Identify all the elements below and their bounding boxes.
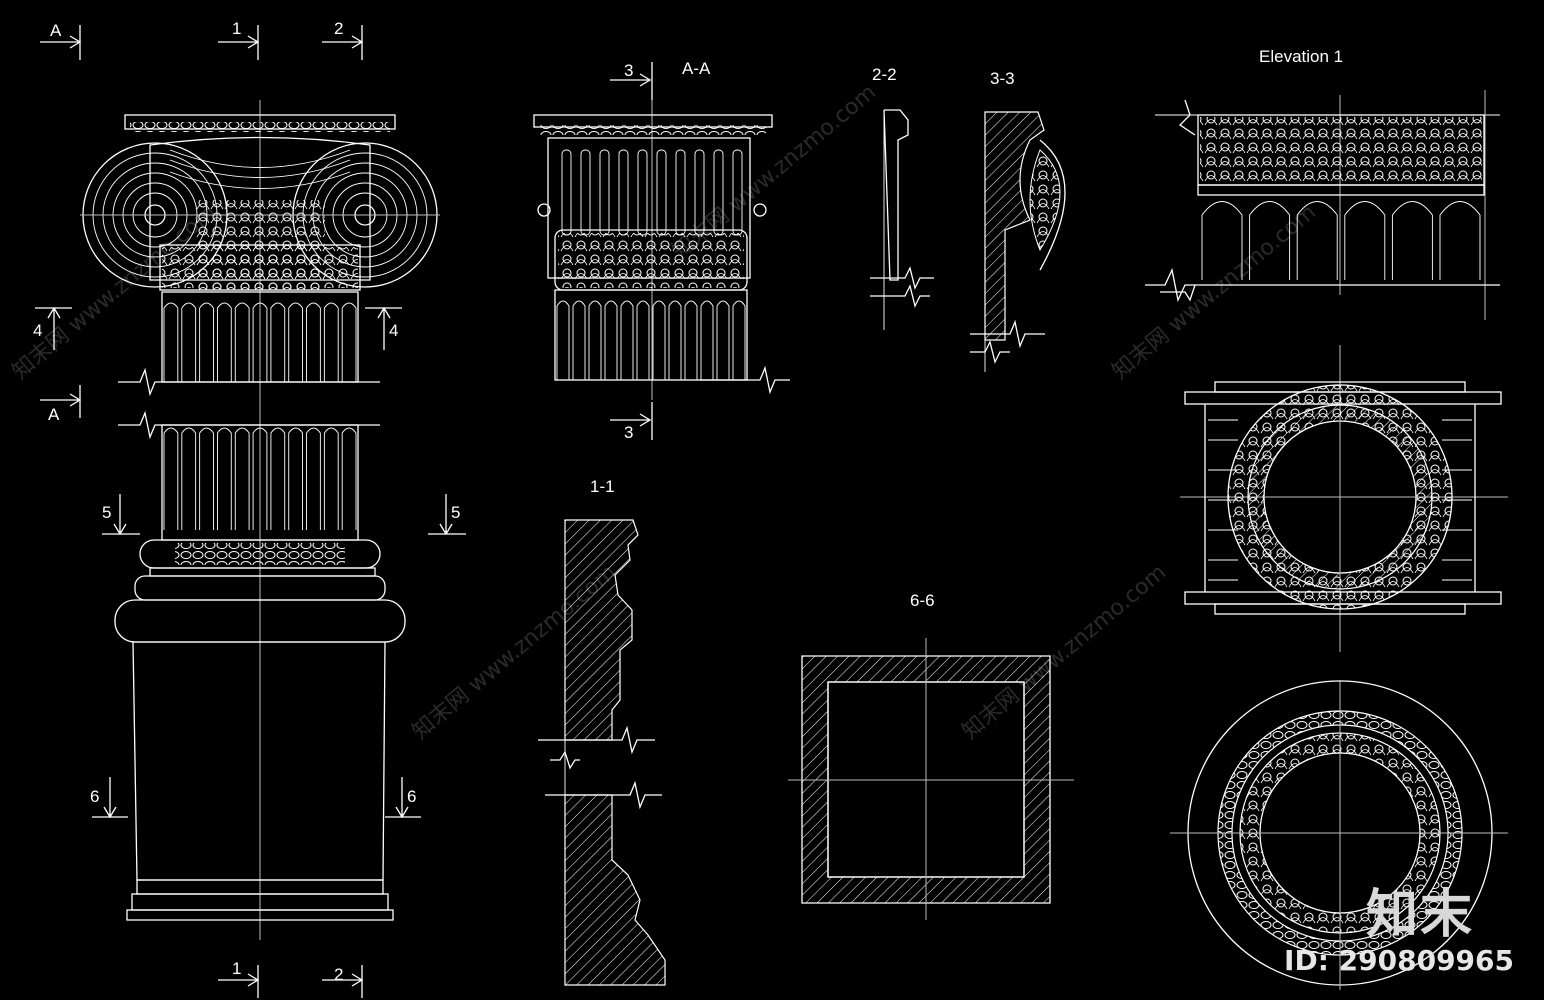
title-section-33: 3-3 [990, 69, 1015, 88]
flute [700, 300, 714, 380]
flute [620, 300, 634, 380]
flute [181, 427, 197, 530]
flute [323, 302, 339, 382]
flute [234, 302, 250, 382]
column-elevation: A 1 2 4 4 A 5 5 6 6 1 2 [33, 19, 466, 998]
label-6-left: 6 [90, 787, 99, 806]
post [656, 149, 667, 236]
label-1-top: 1 [232, 19, 241, 38]
flute [199, 427, 214, 530]
flute [199, 302, 214, 382]
flute [572, 300, 586, 380]
flute [252, 427, 268, 530]
watermark-text-4: 知末网 www.znzmo.com [958, 560, 1171, 745]
flute [668, 300, 682, 380]
brand-watermark-logo: 知末 [1365, 885, 1474, 945]
flute [270, 427, 286, 530]
flute [252, 302, 268, 382]
post [618, 149, 629, 236]
flute [181, 302, 197, 382]
watermark-group: 知末网 www.znzmo.com 知末网 www.znzmo.com 知末网 … [8, 80, 1321, 745]
label-5-left: 5 [102, 503, 111, 522]
capital-plan [1180, 345, 1508, 652]
arch [1249, 201, 1291, 280]
flute [288, 302, 303, 382]
flute [234, 427, 250, 530]
flute [270, 302, 286, 382]
label-a-bottom: A [48, 405, 60, 424]
flute [163, 427, 179, 530]
elevation-1: Elevation 1 [1145, 47, 1500, 320]
label-3-top: 3 [624, 61, 633, 80]
arch [1344, 201, 1386, 280]
label-2-bottom: 2 [334, 965, 343, 984]
label-3-bottom: 3 [624, 423, 633, 442]
label-5-right: 5 [451, 503, 460, 522]
arch [1391, 201, 1433, 280]
flute [588, 300, 602, 380]
title-section-aa: A-A [682, 59, 711, 78]
flute [163, 302, 179, 382]
arch [1439, 201, 1481, 280]
flute [306, 302, 321, 382]
base-plan [1170, 680, 1508, 990]
section-aa-flutes [556, 300, 746, 380]
post [637, 149, 648, 236]
post [675, 149, 686, 236]
label-4-left: 4 [33, 321, 42, 340]
flute [217, 427, 232, 530]
label-2-top: 2 [334, 19, 343, 38]
post [599, 149, 610, 236]
section-66: 6-6 [788, 591, 1074, 920]
flute [217, 302, 232, 382]
section-22: 2-2 [870, 65, 934, 330]
section-11: 1-1 [538, 477, 666, 986]
image-id-label: ID: 290809965 [1284, 944, 1514, 977]
section-aa: A-A 3 3 [533, 59, 790, 442]
flute [323, 427, 339, 530]
flute [341, 427, 357, 530]
title-section-66: 6-6 [910, 591, 935, 610]
section-33: 3-3 [970, 69, 1066, 372]
title-elevation-1: Elevation 1 [1259, 47, 1343, 66]
flute [604, 300, 618, 380]
arch [1201, 201, 1243, 280]
elevation-arcade [1201, 201, 1481, 280]
flute [341, 302, 357, 382]
label-6-right: 6 [407, 787, 416, 806]
label-1-bottom: 1 [232, 959, 241, 978]
post [580, 149, 591, 236]
label-a-top: A [50, 21, 62, 40]
upper-shaft-flutes [163, 302, 357, 382]
flute [306, 427, 321, 530]
flute [732, 300, 746, 380]
flute [716, 300, 730, 380]
post [561, 149, 572, 236]
flute [556, 300, 570, 380]
lower-shaft-flutes [163, 427, 357, 530]
flute [684, 300, 698, 380]
section-markers-main: A 1 2 4 4 A 5 5 6 6 1 2 [33, 19, 466, 998]
title-section-11: 1-1 [590, 477, 615, 496]
arch [1296, 201, 1338, 280]
label-4-right: 4 [389, 321, 398, 340]
title-section-22: 2-2 [872, 65, 897, 84]
flute [288, 427, 303, 530]
flute [636, 300, 650, 380]
watermark-text-5: 知末网 www.znzmo.com [1108, 200, 1321, 385]
flute [652, 300, 666, 380]
